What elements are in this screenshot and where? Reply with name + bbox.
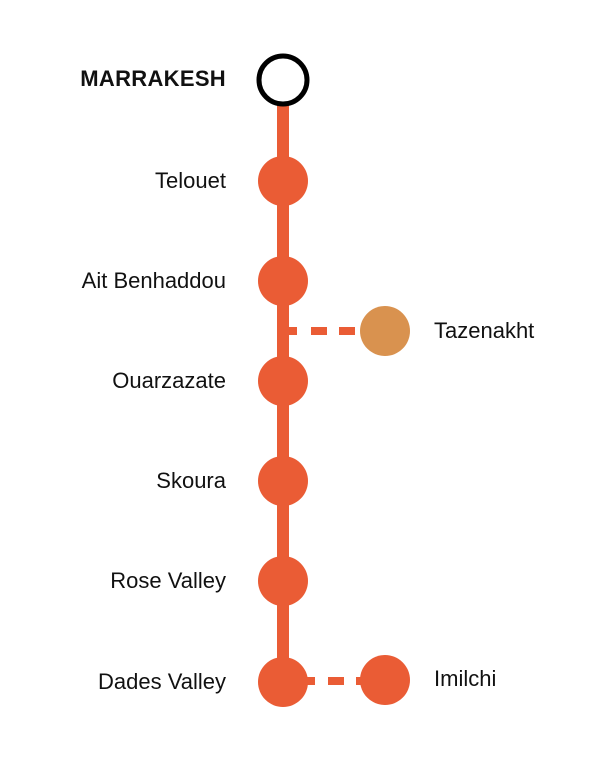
station-label-rose-valley: Rose Valley [110, 568, 226, 593]
origin-label: MARRAKESH [80, 66, 226, 91]
station-label-ait-benhaddou: Ait Benhaddou [81, 268, 226, 293]
branch-label-tazenakht: Tazenakht [434, 318, 535, 343]
origin-station-marker [256, 53, 310, 107]
branch-label-imilchi: Imilchi [434, 666, 497, 691]
station-marker-telouet [258, 156, 308, 206]
station-marker-skoura [258, 456, 308, 506]
station-marker-rose-valley [258, 556, 308, 606]
station-label-skoura: Skoura [156, 468, 226, 493]
station-marker-ait-benhaddou [258, 256, 308, 306]
station-label-ouarzazate: Ouarzazate [112, 368, 226, 393]
branch-marker-tazenakht [360, 306, 410, 356]
station-label-telouet: Telouet [155, 168, 226, 193]
station-label-dades-valley: Dades Valley [98, 669, 226, 694]
station-marker-ouarzazate [258, 356, 308, 406]
station-marker-dades-valley [258, 657, 308, 707]
branch-marker-imilchi [360, 655, 410, 705]
